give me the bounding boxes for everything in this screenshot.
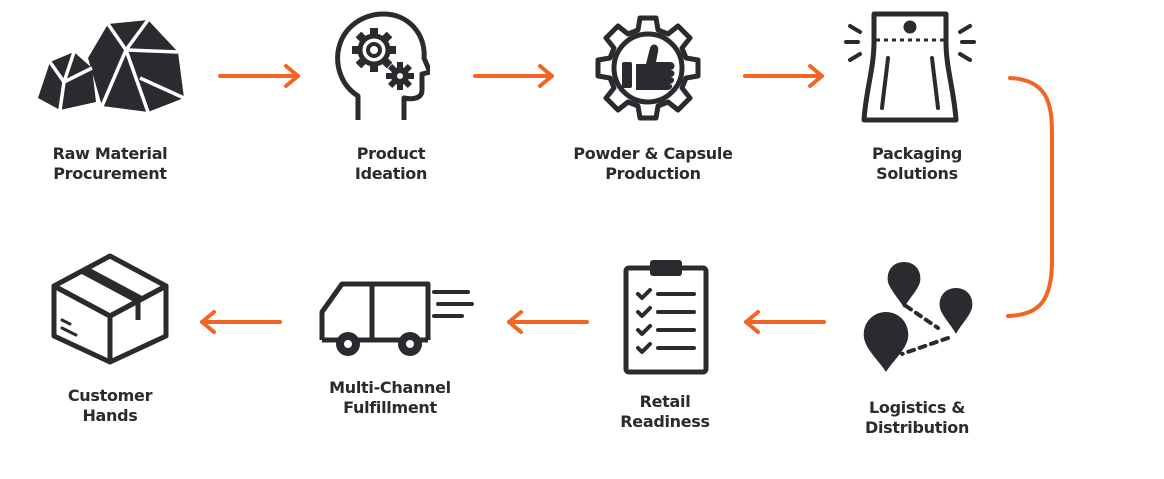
arrow-7-8 (200, 310, 282, 334)
step-label-line1: Retail (639, 392, 691, 411)
step-label-line1: Customer (67, 386, 153, 405)
step-label-line2: Procurement (53, 164, 167, 183)
arrow-6-7 (507, 310, 589, 334)
step-label-line2: Fulfillment (343, 398, 437, 417)
arrow-1-2 (218, 64, 300, 88)
step-label-customer-hands: Customer Hands (67, 386, 153, 426)
step-label-product-ideation: Product Ideation (355, 144, 427, 184)
rocks-icon (38, 18, 185, 113)
clipboard-checklist-icon (623, 260, 709, 375)
step-label-multi-channel-fulfillment: Multi-Channel Fulfillment (329, 378, 451, 418)
arrow-2-3 (473, 64, 554, 88)
step-label-logistics-distribution: Logistics & Distribution (865, 398, 969, 438)
step-label-line2: Distribution (864, 418, 970, 437)
map-pins-icon (863, 262, 973, 372)
step-label-line1: Raw Material (52, 144, 168, 163)
step-label-raw-material-procurement: Raw Material Procurement (53, 144, 168, 184)
delivery-truck-icon (319, 281, 474, 356)
step-label-line1: Multi-Channel (329, 378, 451, 397)
step-label-line2: Readiness (620, 412, 710, 431)
arrow-5-6 (744, 310, 826, 334)
step-label-line2: Solutions (876, 164, 958, 183)
arrow-4-5-curve (1006, 76, 1054, 318)
step-label-line2: Production (605, 164, 701, 183)
step-label-line2: Hands (82, 406, 138, 425)
head-gears-icon (335, 11, 430, 120)
box-icon (51, 253, 169, 365)
step-label-line1: Powder & Capsule (573, 144, 733, 163)
step-label-line1: Product (356, 144, 426, 163)
step-label-line1: Packaging (871, 144, 963, 163)
step-label-packaging-solutions: Packaging Solutions (872, 144, 962, 184)
pouch-icon (844, 11, 976, 123)
step-label-powder-capsule-production: Powder & Capsule Production (573, 144, 733, 184)
step-label-line2: Ideation (354, 164, 428, 183)
step-label-retail-readiness: Retail Readiness (620, 392, 710, 432)
step-label-line1: Logistics & (868, 398, 966, 417)
gear-thumbs-up-icon (595, 15, 701, 121)
arrow-3-4 (743, 64, 824, 88)
